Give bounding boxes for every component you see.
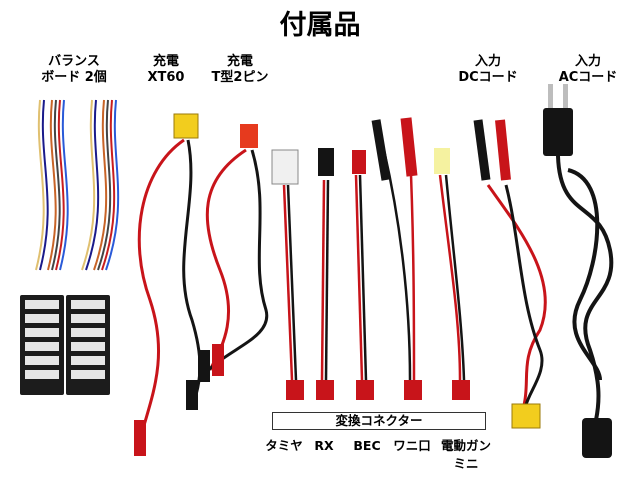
balance-board-ribbon-right: [81, 99, 120, 271]
ac-input-lead: [543, 84, 614, 458]
label-ac-input: 入力 ACコード: [548, 54, 628, 86]
label-line: XT60: [147, 70, 185, 85]
balance-board-plates: [20, 295, 110, 395]
label-balance-board: バランス ボード 2個: [32, 54, 116, 86]
label-line: DCコード: [458, 70, 518, 85]
balance-board-ribbon-left: [35, 99, 69, 271]
converter-t-plugs: [286, 380, 470, 400]
converter-type-bec: BEC: [353, 438, 381, 453]
label-t-type-charge: 充電 T型2ピン: [200, 54, 280, 86]
converter-type-alligator: ワニ口: [393, 438, 431, 453]
label-line: バランス: [48, 54, 100, 69]
converter-type-rx: RX: [314, 438, 334, 453]
label-line: 入力: [574, 54, 601, 69]
converter-label-box: 変換コネクター: [272, 412, 486, 430]
label-line: T型2ピン: [211, 70, 269, 85]
t-type-charge-lead: [198, 124, 269, 382]
xt60-charge-lead: [134, 113, 202, 456]
converter-type-airsoft: 電動ガン: [440, 438, 491, 453]
converter-type-tamiya: タミヤ: [265, 438, 303, 453]
label-xt60-charge: 充電 XT60: [136, 54, 196, 86]
dc-input-lead: [473, 119, 547, 429]
page-title: 付属品: [279, 10, 361, 41]
label-line: 入力: [474, 54, 501, 69]
converter-cables: [271, 117, 466, 381]
label-line: 充電: [152, 54, 179, 69]
label-line: ACコード: [558, 70, 618, 85]
converter-type-mini: ミニ: [453, 456, 479, 471]
label-line: 充電: [226, 54, 253, 69]
label-dc-input: 入力 DCコード: [448, 54, 528, 86]
label-line: ボード 2個: [41, 70, 107, 85]
